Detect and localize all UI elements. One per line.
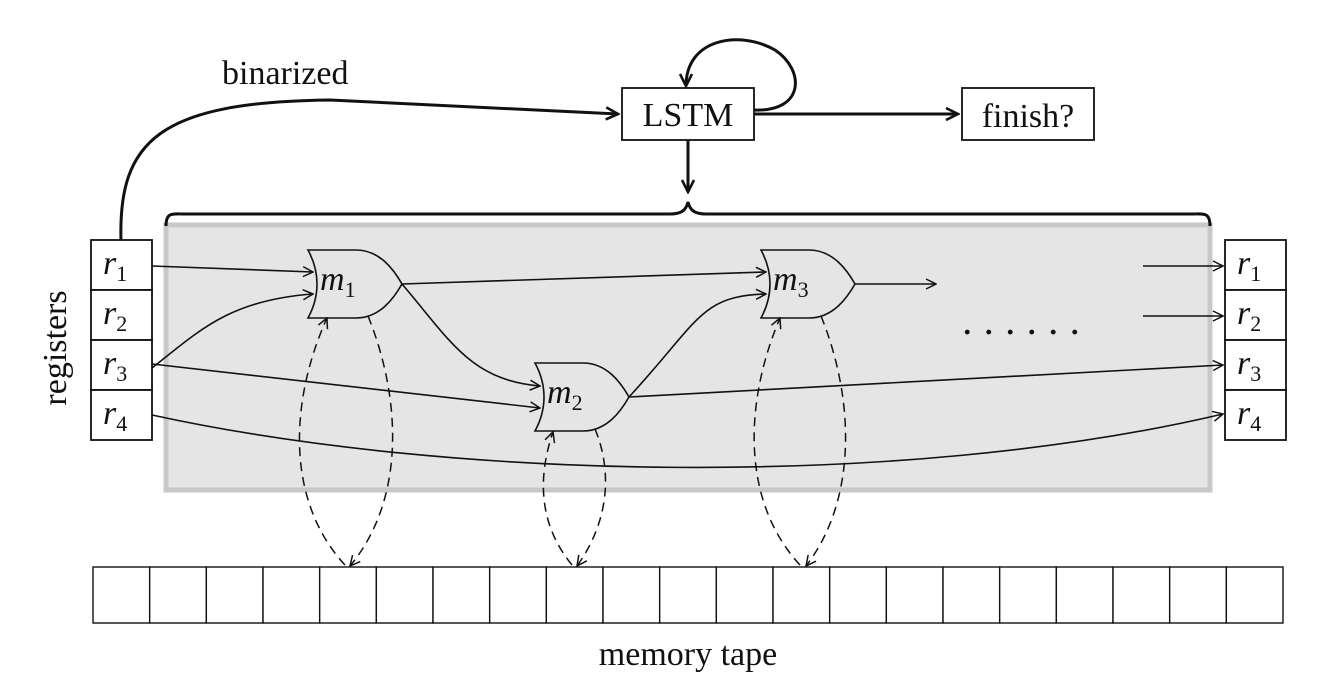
program-brace bbox=[164, 201, 1212, 227]
module-m1[interactable]: m1 bbox=[306, 249, 403, 319]
memory-tape bbox=[92, 566, 1284, 624]
memory-cell bbox=[148, 566, 208, 624]
memory-cell bbox=[318, 566, 378, 624]
memory-cell bbox=[1225, 566, 1284, 624]
finish-box[interactable] bbox=[961, 87, 1095, 141]
register-label: r3 bbox=[103, 345, 127, 386]
register-box bbox=[1224, 339, 1287, 391]
connections bbox=[151, 265, 1223, 469]
module-label: m3 bbox=[773, 261, 809, 302]
module-label: m2 bbox=[547, 374, 583, 415]
memory-cell bbox=[1112, 566, 1171, 624]
register-label: r4 bbox=[1237, 395, 1261, 436]
m2-memory-write-arc bbox=[577, 428, 607, 566]
register-label: r4 bbox=[103, 395, 127, 436]
lstm-recurrent-arrow bbox=[686, 38, 797, 112]
memory-cell bbox=[375, 566, 434, 624]
module-gate-shape bbox=[533, 362, 630, 432]
memory-access-arcs bbox=[298, 315, 847, 566]
m2-to-m3-arrow bbox=[628, 294, 766, 398]
m1-to-m3-arrow bbox=[401, 272, 766, 285]
m3-memory-write-arc bbox=[806, 315, 847, 566]
lstm-label: LSTM bbox=[643, 97, 734, 134]
register-box bbox=[1224, 239, 1287, 291]
memory-cell bbox=[1055, 566, 1114, 624]
r3-to-m2-arrow bbox=[151, 363, 540, 408]
memory-cell bbox=[885, 566, 944, 624]
register-label: r2 bbox=[1237, 295, 1261, 336]
module-m3[interactable]: m3 bbox=[759, 249, 856, 319]
m1-to-m2-arrow bbox=[401, 283, 540, 386]
memory-cell bbox=[658, 566, 718, 624]
register-label: r3 bbox=[1237, 345, 1261, 386]
m2-memory-read-arc bbox=[542, 432, 573, 566]
memory-cell bbox=[602, 566, 661, 624]
memory-cell bbox=[488, 566, 548, 624]
memory-cell bbox=[92, 566, 151, 624]
register-label: r1 bbox=[1237, 245, 1261, 286]
module-m2[interactable]: m2 bbox=[533, 362, 630, 432]
memory-cell bbox=[942, 566, 1001, 624]
register-box bbox=[1224, 289, 1287, 341]
binarized-label: binarized bbox=[222, 55, 349, 92]
left-registers: r1 r2 r3 r4 bbox=[90, 239, 153, 441]
r4-to-r4-arrow bbox=[151, 414, 1223, 469]
memory-cell bbox=[772, 566, 831, 624]
finish-label: finish? bbox=[982, 98, 1075, 135]
r1-to-m1-arrow bbox=[151, 265, 313, 272]
module-gate-shape bbox=[306, 249, 403, 319]
m3-memory-read-arc bbox=[753, 318, 801, 566]
m1-memory-read-arc bbox=[298, 318, 346, 566]
binarized-arrow bbox=[119, 98, 618, 242]
m1-memory-write-arc bbox=[350, 315, 394, 566]
memory-cell bbox=[998, 566, 1058, 624]
right-registers: r1 r2 r3 r4 bbox=[1224, 239, 1287, 441]
memory-cell bbox=[1168, 566, 1228, 624]
m2-to-r3-arrow bbox=[628, 365, 1223, 398]
memory-tape-label: memory tape bbox=[599, 636, 777, 673]
register-label: r2 bbox=[103, 295, 127, 336]
module-label: m1 bbox=[320, 261, 356, 302]
module-gate-shape bbox=[759, 249, 856, 319]
memory-cell bbox=[828, 566, 888, 624]
lstm-box[interactable] bbox=[621, 87, 755, 141]
r3-to-m1-arrow bbox=[151, 294, 313, 369]
register-box bbox=[1224, 389, 1287, 441]
memory-cell bbox=[262, 566, 321, 624]
memory-cell bbox=[545, 566, 604, 624]
ellipsis: · · · · · · bbox=[962, 316, 1082, 349]
memory-cell bbox=[715, 566, 774, 624]
register-label: r1 bbox=[103, 245, 127, 286]
registers-label: registers bbox=[37, 290, 74, 405]
memory-cell bbox=[432, 566, 491, 624]
memory-cell bbox=[205, 566, 264, 624]
